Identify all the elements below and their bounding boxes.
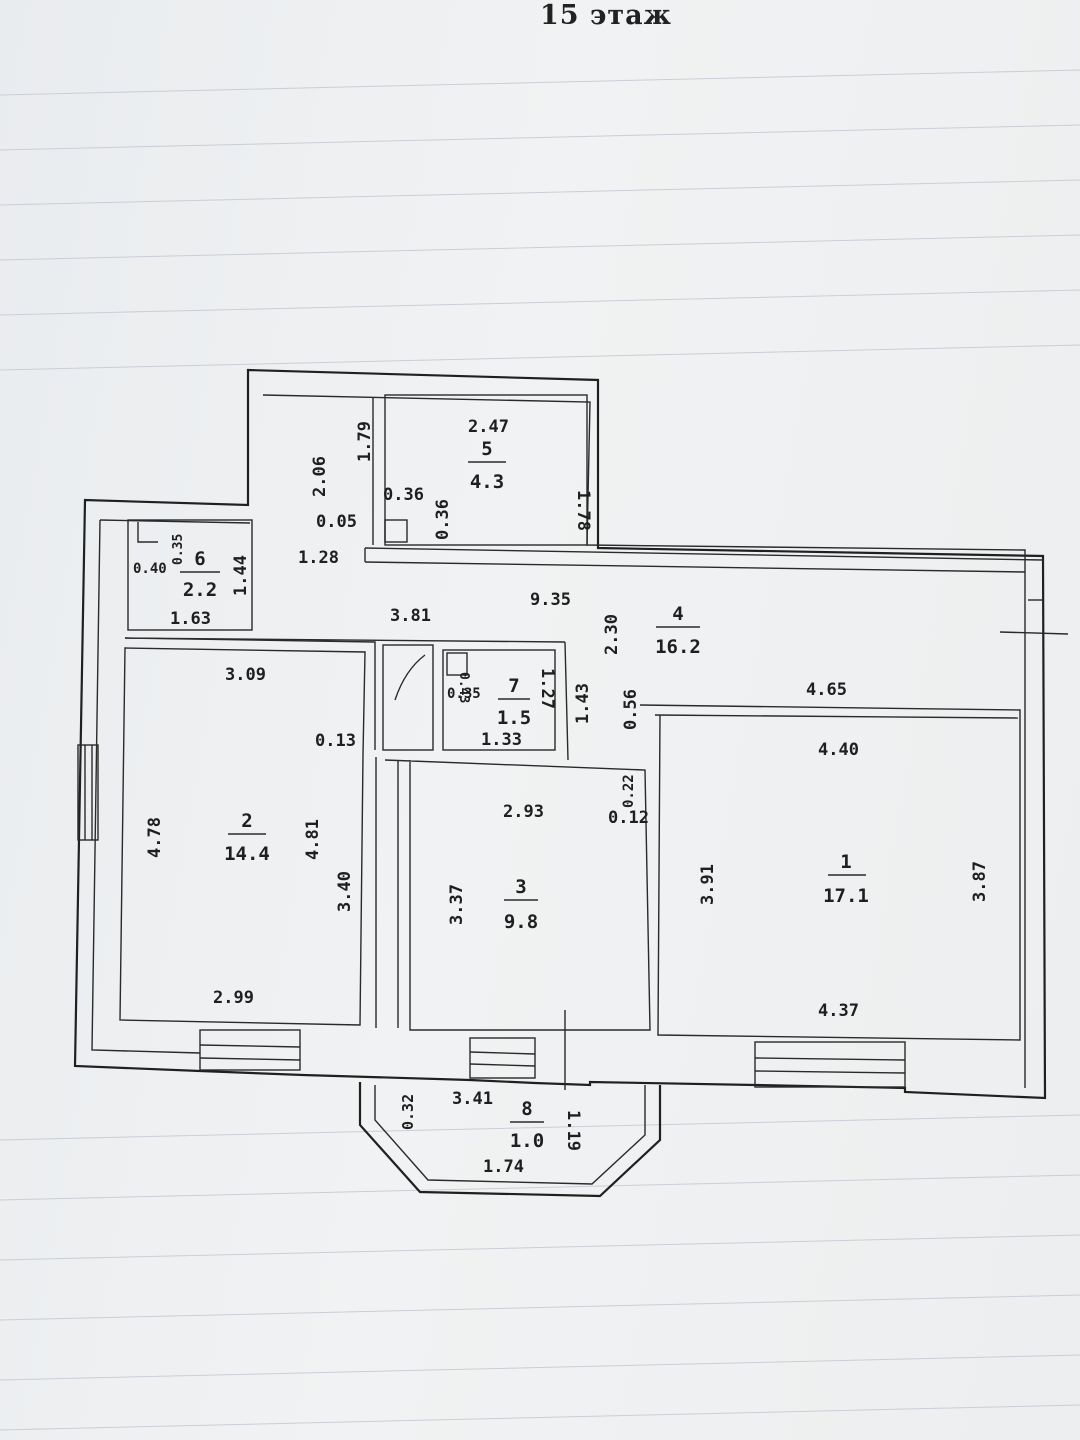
dim-label: 4.65 (806, 680, 847, 700)
room-label-3: 3 9.8 (504, 876, 538, 933)
room-number-6: 6 (194, 548, 205, 570)
dim-label: 3.40 (335, 871, 355, 912)
room-label-6: 6 2.2 (180, 548, 220, 601)
room-area-6: 2.2 (183, 579, 217, 601)
dim-label: 4.37 (818, 1001, 859, 1021)
dim-label: 2.06 (310, 456, 330, 497)
room-number-4: 4 (672, 603, 683, 625)
dim-label: 1.79 (355, 421, 375, 462)
dim-label: 0.36 (433, 499, 453, 540)
dim-label: 0.13 (315, 731, 356, 751)
room-area-2: 14.4 (224, 843, 270, 865)
dim-label: 3.41 (452, 1089, 493, 1109)
room-label-4: 4 16.2 (655, 603, 701, 658)
dim-label: 2.30 (602, 614, 622, 655)
dim-label: 0.32 (399, 1094, 417, 1130)
dim-label: 4.40 (818, 740, 859, 760)
room-area-8: 1.0 (510, 1130, 544, 1152)
dim-label: 2.47 (468, 417, 509, 437)
dim-label: 2.99 (213, 988, 254, 1008)
dim-label: 0.40 (133, 561, 167, 577)
interior-walls (77, 394, 1069, 1198)
room-number-8: 8 (521, 1098, 532, 1120)
room-number-7: 7 (508, 675, 519, 697)
dim-label: 0.35 (171, 534, 186, 565)
dim-label: 3.09 (225, 665, 266, 685)
room-area-5: 4.3 (470, 471, 504, 493)
dim-label: 9.35 (530, 590, 571, 610)
dim-label: 0.56 (621, 689, 641, 730)
room-area-1: 17.1 (823, 885, 869, 907)
dim-label: 1.78 (573, 490, 593, 531)
dim-label: 3.91 (698, 864, 718, 905)
room-labels: 1 17.1 2 14.4 3 9.8 4 16.2 5 (180, 438, 869, 1152)
dim-label: 1.19 (563, 1110, 583, 1151)
room-label-7: 7 1.5 (497, 675, 531, 729)
dim-label: 0.43 (456, 672, 471, 703)
dim-label: 0.36 (383, 485, 424, 505)
room-label-8: 8 1.0 (510, 1098, 544, 1152)
dim-label: 1.43 (573, 683, 593, 724)
room-area-4: 16.2 (655, 636, 701, 658)
dim-label: 4.81 (303, 819, 323, 860)
dim-label: 1.44 (231, 555, 251, 596)
dim-label: 1.33 (481, 730, 522, 750)
dimension-labels: 2.47 1.79 2.06 1.78 0.36 0.36 0.05 1.28 … (133, 417, 990, 1177)
dim-label: 0.12 (608, 808, 649, 828)
dim-label: 0.35 (447, 686, 481, 702)
room-area-3: 9.8 (504, 911, 538, 933)
dim-label: 4.78 (145, 817, 165, 858)
dim-label: 0.22 (621, 774, 637, 808)
floor-title: 15 этаж (540, 0, 672, 31)
dim-label: 1.74 (483, 1157, 524, 1177)
dim-label: 3.81 (390, 606, 431, 626)
dim-label: 3.87 (970, 861, 990, 902)
paper-ruling (0, 69, 1080, 1431)
room-area-7: 1.5 (497, 707, 531, 729)
room-label-1: 1 17.1 (823, 851, 869, 907)
room-label-2: 2 14.4 (224, 810, 270, 865)
dim-label: 1.28 (298, 548, 339, 568)
dim-label: 1.63 (170, 609, 211, 629)
room-number-2: 2 (241, 810, 252, 832)
dim-label: 2.93 (503, 802, 544, 822)
room-number-1: 1 (840, 851, 851, 873)
dim-label: 1.27 (537, 668, 557, 709)
room-number-5: 5 (481, 438, 492, 460)
dim-label: 3.37 (447, 884, 467, 925)
dim-label: 0.05 (316, 512, 357, 532)
room-number-3: 3 (515, 876, 526, 898)
room-label-5: 5 4.3 (468, 438, 506, 493)
